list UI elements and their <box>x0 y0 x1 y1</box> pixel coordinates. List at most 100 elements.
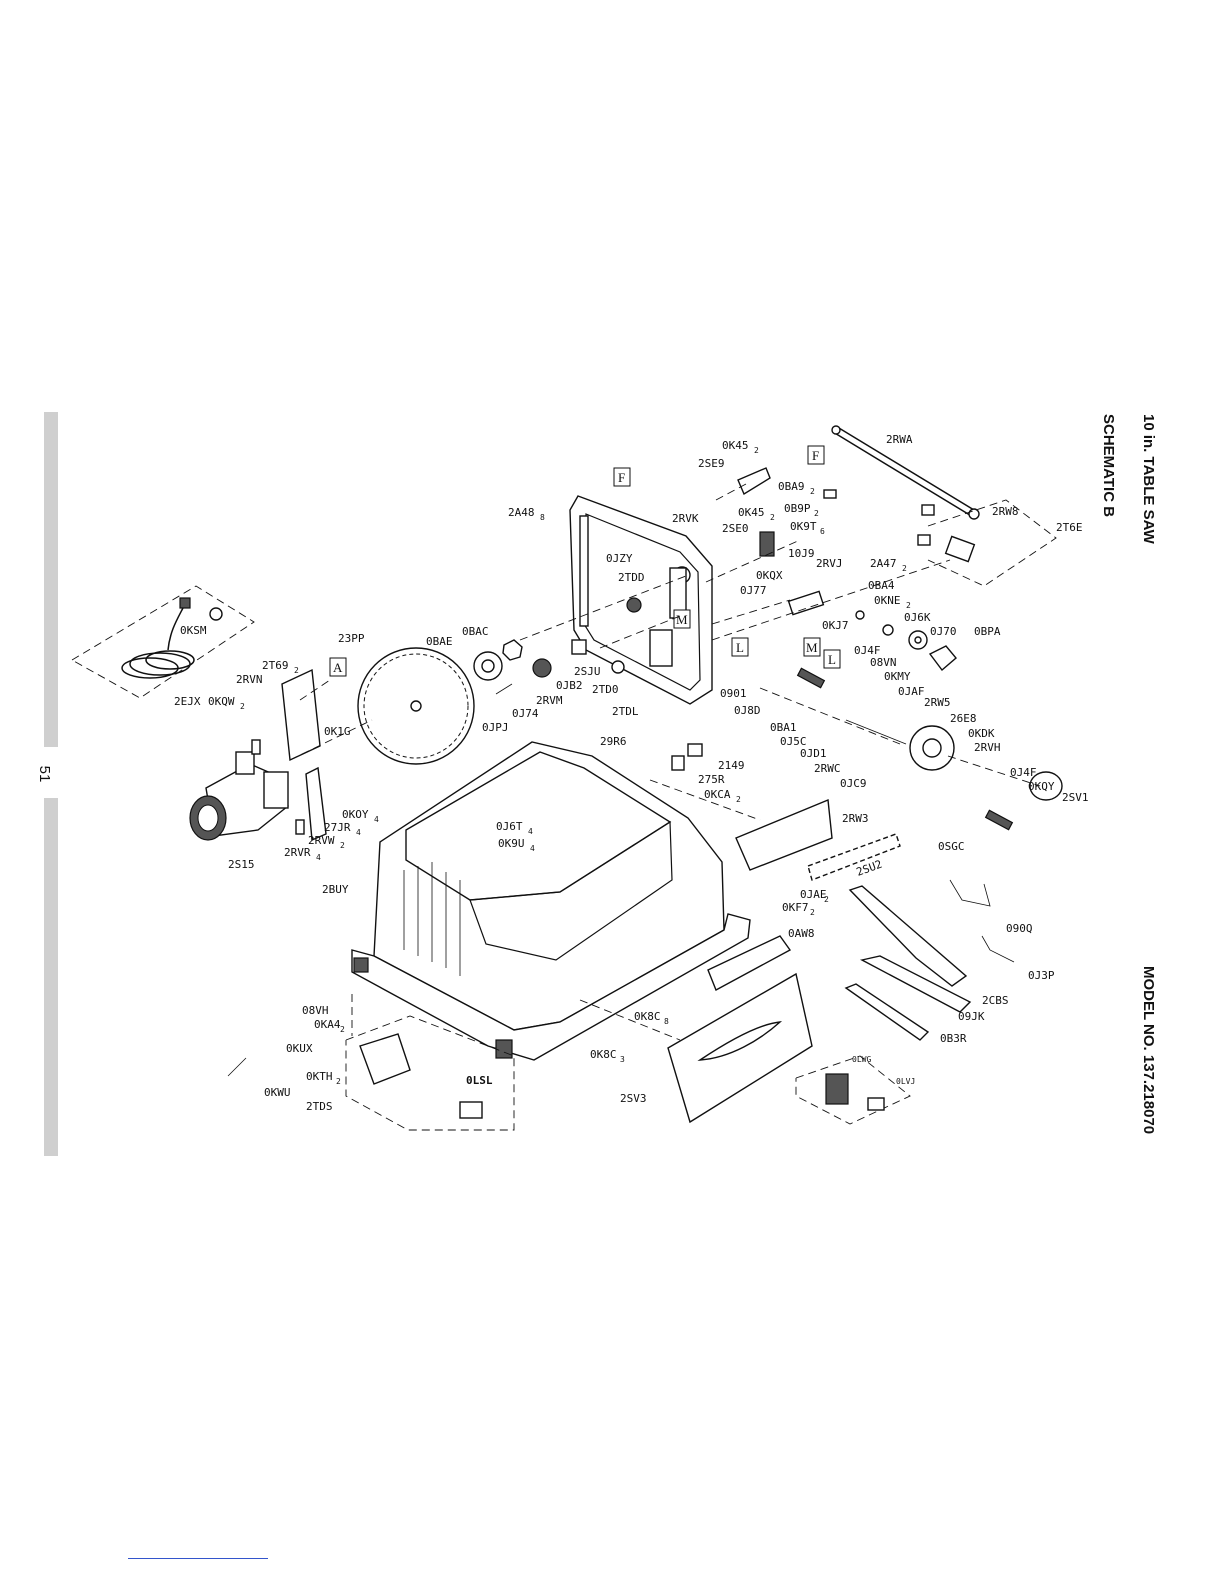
label-0LWG: 0LWG <box>852 1055 871 1064</box>
svg-text:2: 2 <box>906 601 911 610</box>
label-2TD0: 2TD0 <box>592 683 619 696</box>
label-27JR: 27JR <box>324 821 351 834</box>
label-2A47: 2A47 <box>870 557 897 570</box>
label-0KQX: 0KQX <box>756 569 783 582</box>
label-0KQW: 0KQW <box>208 695 235 708</box>
bracket-2se9 <box>737 467 771 496</box>
label-2RVW: 2RVW <box>308 834 335 847</box>
label-2TDD: 2TDD <box>618 571 645 584</box>
label-0BA1: 0BA1 <box>770 721 797 734</box>
nut-0bac <box>502 639 523 661</box>
svg-text:2: 2 <box>340 841 345 850</box>
group-outline-2T6E <box>927 499 1057 587</box>
key-0lvj <box>867 1097 885 1111</box>
guard-strip-2su2 <box>807 833 901 881</box>
label-2149: 2149 <box>718 759 745 772</box>
label-0BAC: 0BAC <box>462 625 489 638</box>
label-09JK: 09JK <box>958 1010 985 1023</box>
svg-text:2: 2 <box>902 564 907 573</box>
label-0J6K: 0J6K <box>904 611 931 624</box>
label-2SV1: 2SV1 <box>1062 791 1089 804</box>
label-0JB2: 0JB2 <box>556 679 583 692</box>
label-0KSM: 0KSM <box>180 624 207 637</box>
switch-0lsl <box>459 1101 483 1119</box>
label-0KTH: 0KTH <box>306 1070 333 1083</box>
label-2RW8: 2RW8 <box>992 505 1019 518</box>
label-0BA4: 0BA4 <box>868 579 895 592</box>
ref-tag-m-plate: M <box>673 609 691 629</box>
label-0BPA: 0BPA <box>974 625 1001 638</box>
label-0KDK: 0KDK <box>968 727 995 740</box>
power-cord <box>121 597 223 679</box>
page-number: 51 <box>36 766 53 783</box>
spring-0ba1 <box>796 667 826 689</box>
label-0K9U: 0K9U <box>498 837 525 850</box>
label-0SGC: 0SGC <box>938 840 965 853</box>
label-0KJ7: 0KJ7 <box>822 619 849 632</box>
svg-text:2: 2 <box>736 795 741 804</box>
washer-0kne <box>855 610 865 620</box>
svg-text:8: 8 <box>664 1017 669 1026</box>
knob-2tdd <box>626 597 642 613</box>
label-29R6: 29R6 <box>600 735 627 748</box>
washer-0j6k <box>882 624 894 636</box>
svg-text:A: A <box>333 660 343 675</box>
svg-text:L: L <box>828 652 836 667</box>
shaft-2sju <box>571 639 587 655</box>
label-2RWC: 2RWC <box>814 762 841 775</box>
label-0LVJ: 0LVJ <box>896 1077 915 1086</box>
label-2SE0: 2SE0 <box>722 522 749 535</box>
binding-strip-top <box>44 412 58 747</box>
label-2S15: 2S15 <box>228 858 255 871</box>
svg-text:2: 2 <box>770 513 775 522</box>
label-2RVH: 2RVH <box>974 741 1001 754</box>
label-2TDS: 2TDS <box>306 1100 333 1113</box>
knob-2sv1 <box>1029 771 1063 801</box>
hand-wheel <box>909 725 955 771</box>
saw-blade <box>357 647 475 765</box>
svg-text:L: L <box>736 640 744 655</box>
wrench-0b3r <box>844 983 930 1041</box>
label-0JC9: 0JC9 <box>840 777 867 790</box>
bracket-2rvn <box>281 668 321 762</box>
label-275R: 275R <box>698 773 725 786</box>
label-0B9P: 0B9P <box>784 502 811 515</box>
label-0J4Fb: 0J4F <box>1010 766 1037 779</box>
label-2SV3: 2SV3 <box>620 1092 647 1105</box>
label-2T69: 2T69 <box>262 659 289 672</box>
label-0KA4: 0KA4 <box>314 1018 341 1031</box>
model-number: MODEL NO. 137.218070 <box>1140 966 1157 1134</box>
svg-text:4: 4 <box>528 827 533 836</box>
svg-text:2: 2 <box>240 702 245 711</box>
label-2RVJ: 2RVJ <box>816 557 843 570</box>
bevel-scale <box>707 935 792 991</box>
label-23PP: 23PP <box>338 632 365 645</box>
wrench-09jk <box>859 955 972 1013</box>
label-0J4Fa: 0J4F <box>854 644 881 657</box>
label-2RWA: 2RWA <box>886 433 913 446</box>
switch-0lwg <box>825 1073 849 1105</box>
label-2RVR: 2RVR <box>284 846 311 859</box>
label-0JZY: 0JZY <box>606 552 633 565</box>
label-2RVN: 2RVN <box>236 673 263 686</box>
label-0J3P: 0J3P <box>1028 969 1055 982</box>
label-0LSL: 0LSL <box>466 1074 493 1087</box>
label-0KOY: 0KOY <box>342 808 369 821</box>
label-08VH: 08VH <box>302 1004 329 1017</box>
brush-holder <box>251 739 261 755</box>
label-0KF7: 0KF7 <box>782 901 809 914</box>
label-2TDL: 2TDL <box>612 705 639 718</box>
label-0JAE: 0JAE <box>800 888 827 901</box>
label-0KQY: 0KQY <box>1028 780 1055 793</box>
block-2rvj <box>787 590 825 616</box>
label-2RVM: 2RVM <box>536 694 563 707</box>
label-0K8Ca: 0K8C <box>634 1010 661 1023</box>
svg-text:4: 4 <box>530 844 535 853</box>
label-2SE9: 2SE9 <box>698 457 725 470</box>
group-outline-0LWG <box>795 1055 911 1125</box>
label-2BUY: 2BUY <box>322 883 349 896</box>
svg-text:4: 4 <box>374 815 379 824</box>
group-outline-2EJX <box>71 585 255 699</box>
label-10J9: 10J9 <box>788 547 815 560</box>
page-subtitle: SCHEMATIC B <box>1100 414 1117 517</box>
